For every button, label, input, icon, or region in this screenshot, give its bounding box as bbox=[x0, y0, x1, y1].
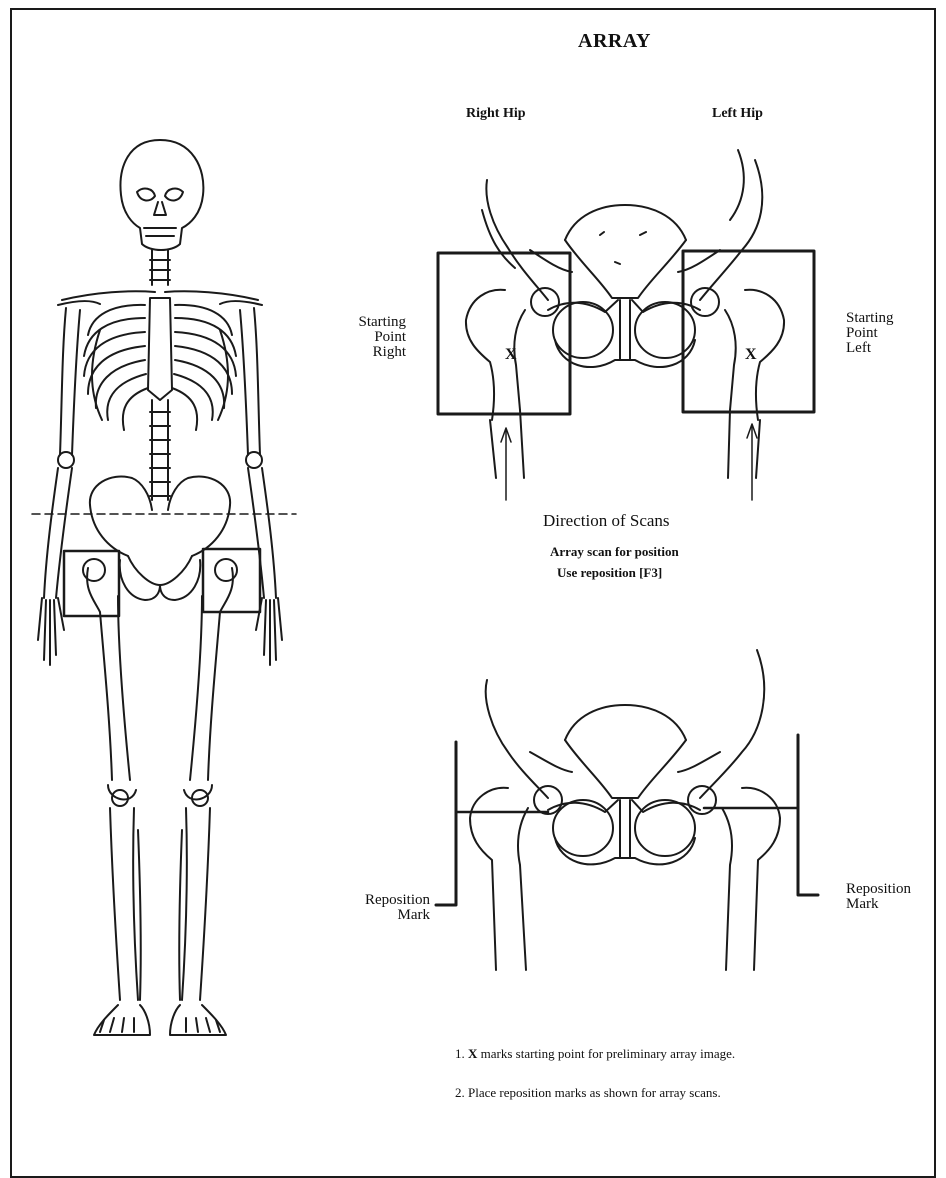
left-reposition-mark bbox=[798, 735, 818, 895]
spine bbox=[150, 400, 170, 500]
skull bbox=[120, 140, 203, 250]
right-forearm bbox=[248, 468, 276, 598]
right-hip-scan-box bbox=[64, 551, 119, 616]
right-femur bbox=[190, 568, 233, 780]
left-tibia bbox=[110, 808, 141, 1000]
right-reposition-mark bbox=[436, 742, 456, 905]
right-hip-array-box bbox=[438, 253, 570, 414]
right-tibia bbox=[179, 808, 210, 1000]
left-humerus bbox=[60, 308, 80, 455]
left-hip-array-box bbox=[683, 251, 814, 412]
full-skeleton-illustration bbox=[32, 140, 296, 1035]
right-humerus bbox=[240, 308, 260, 455]
top-pelvis-diagram bbox=[438, 150, 814, 500]
sternum bbox=[148, 298, 172, 400]
left-femur bbox=[87, 568, 130, 780]
left-forearm bbox=[44, 468, 72, 598]
bottom-pelvis-diagram bbox=[436, 650, 818, 970]
left-hand bbox=[38, 598, 64, 665]
